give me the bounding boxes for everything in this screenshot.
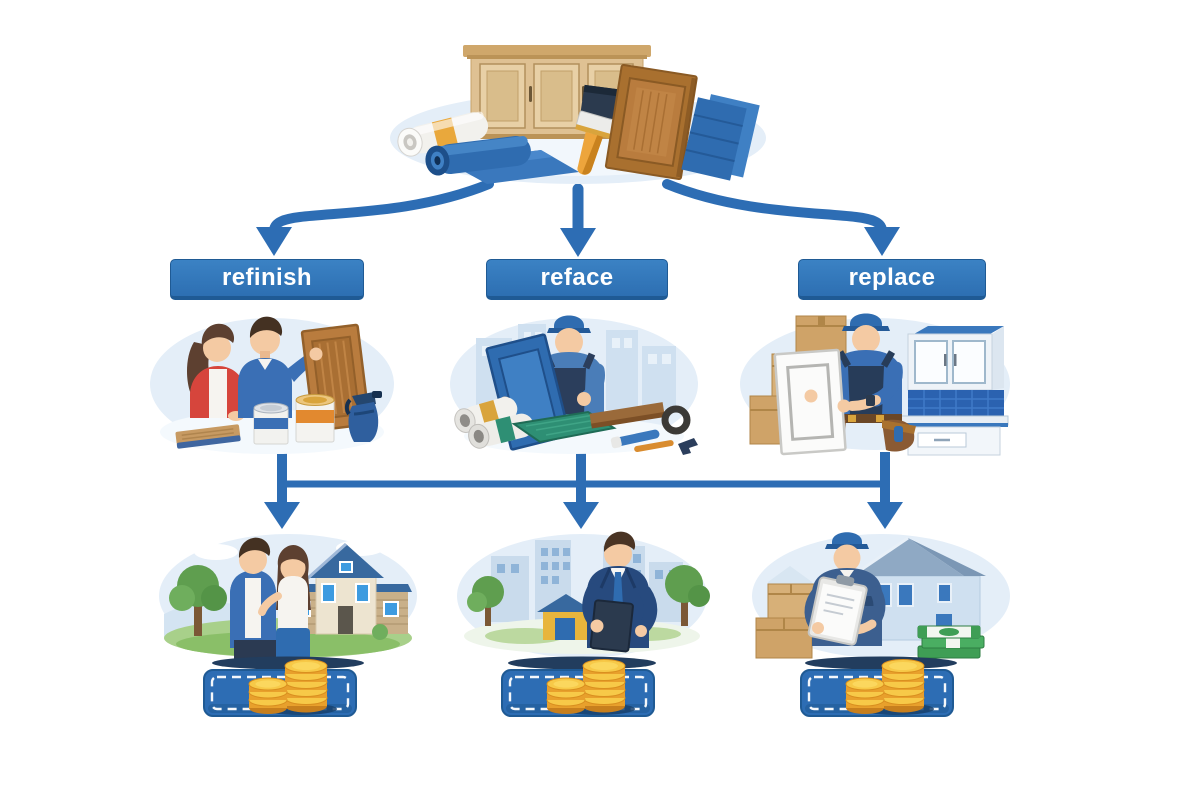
option-label-text: refinish xyxy=(222,264,312,291)
spray-gun-icon xyxy=(344,391,382,442)
blue-mat-roll-icon xyxy=(425,135,579,184)
cost-tag-replace xyxy=(800,659,954,717)
tree-icon xyxy=(665,565,710,626)
coin-stacks-icon xyxy=(845,659,934,715)
paint-brush-icon xyxy=(575,84,625,175)
arrowhead-icon xyxy=(560,228,596,257)
businessman-city-illustration xyxy=(457,531,710,670)
hand xyxy=(577,392,591,406)
tree-icon xyxy=(467,576,504,626)
cost-tag-reface xyxy=(501,659,655,717)
hand xyxy=(812,622,824,634)
reface-scene-illustration xyxy=(450,315,698,455)
hand xyxy=(309,347,323,361)
blue-panels-icon xyxy=(681,94,760,181)
wood-cabinet-door-icon xyxy=(604,64,698,181)
wood-plank-icon xyxy=(589,402,665,429)
option-label-replace: replace xyxy=(798,259,986,300)
option-label-refinish: refinish xyxy=(170,259,364,300)
happy-couple-home-illustration xyxy=(159,534,417,670)
hand xyxy=(837,399,851,413)
boxes-icon xyxy=(755,583,815,659)
arrowhead-icon xyxy=(256,227,292,256)
new-kitchen-cabinets xyxy=(899,326,1009,456)
option-label-text: reface xyxy=(540,264,614,291)
hand xyxy=(804,389,818,403)
coin-stacks-icon xyxy=(546,659,635,715)
hand-tools-icon xyxy=(610,405,698,455)
refinish-scene-illustration xyxy=(150,316,394,454)
house-icon xyxy=(288,542,412,640)
businessman-figure xyxy=(582,531,658,653)
tree-icon xyxy=(169,565,227,636)
branch-arrow-right xyxy=(662,179,887,235)
cabinet-materials-illustration xyxy=(390,45,766,184)
replace-scene-illustration xyxy=(740,313,1010,456)
coin-stacks-icon xyxy=(248,659,337,715)
cost-tag-refinish xyxy=(203,659,357,717)
arrowhead-icon xyxy=(864,227,900,256)
option-label-reface: reface xyxy=(486,259,668,300)
sanding-pad-icon xyxy=(175,424,241,449)
option-label-text: replace xyxy=(848,264,936,291)
veneer-rolls-icon xyxy=(454,397,534,449)
wallpaper-roll-icon xyxy=(397,111,489,157)
branch-arrow-left xyxy=(269,179,494,235)
small-house-icon xyxy=(537,594,595,640)
couple-figures xyxy=(230,537,311,664)
estimator-house-cash-illustration xyxy=(752,532,1010,670)
money-stack-icon xyxy=(917,625,985,659)
paint-cans-icon xyxy=(253,394,335,445)
